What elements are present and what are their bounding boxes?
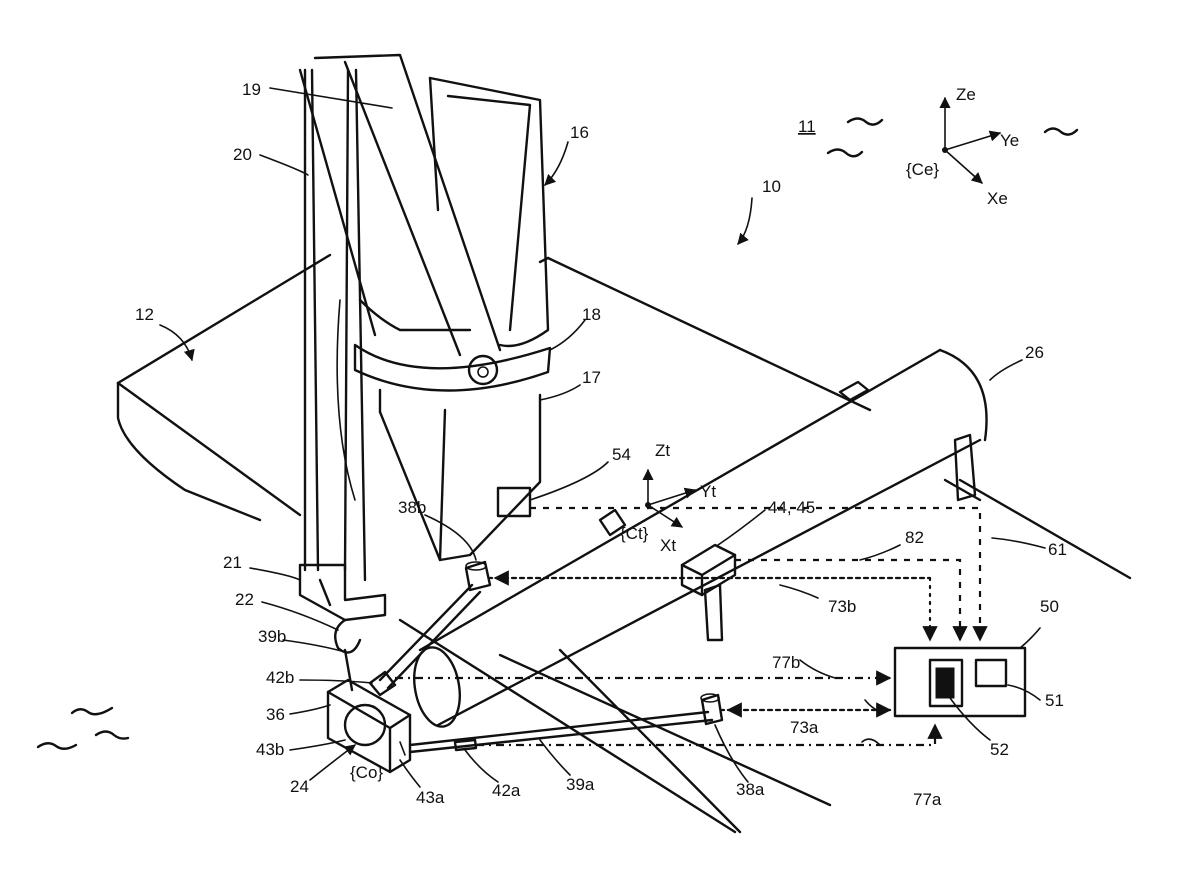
earth-frame-ce [942, 98, 1000, 183]
frame-co: {Co} [350, 763, 383, 782]
label-36: 36 [266, 705, 285, 724]
label-61: 61 [1048, 540, 1067, 559]
label-77b: 77b [772, 653, 800, 672]
axis-xe: Xe [987, 189, 1008, 208]
label-52: 52 [990, 740, 1009, 759]
signal-lines [395, 508, 980, 745]
label-18: 18 [582, 305, 601, 324]
label-82: 82 [905, 528, 924, 547]
label-43b: 43b [256, 740, 284, 759]
label-73b: 73b [828, 597, 856, 616]
axis-zt: Zt [655, 441, 670, 460]
frame-ce: {Ce} [906, 160, 939, 179]
label-12: 12 [135, 305, 154, 324]
frame-ct: {Ct} [620, 524, 649, 543]
label-16: 16 [570, 123, 589, 142]
sensor-38b [466, 562, 490, 590]
label-22: 22 [235, 590, 254, 609]
label-39a: 39a [566, 775, 595, 794]
axis-xt: Xt [660, 536, 676, 555]
axis-ze: Ze [956, 85, 976, 104]
pipe-object [408, 350, 986, 730]
label-20: 20 [233, 145, 252, 164]
controller-50 [895, 648, 1025, 716]
object-frame-co [400, 742, 405, 755]
label-26: 26 [1025, 343, 1044, 362]
label-24: 24 [290, 777, 309, 796]
label-54: 54 [612, 445, 631, 464]
water-waves [38, 119, 1077, 749]
label-42b: 42b [266, 668, 294, 687]
label-44-45: 44, 45 [768, 498, 815, 517]
label-10: 10 [762, 177, 781, 196]
sensor-44-45 [682, 545, 735, 595]
label-38a: 38a [736, 780, 765, 799]
label-77a: 77a [913, 790, 942, 809]
label-43a: 43a [416, 788, 445, 807]
label-42a: 42a [492, 781, 521, 800]
label-39b: 39b [258, 627, 286, 646]
axis-ye: Ye [1000, 131, 1019, 150]
crane [300, 55, 550, 690]
label-50: 50 [1040, 597, 1059, 616]
label-11: 11 [798, 117, 816, 136]
label-21: 21 [223, 553, 242, 572]
label-38b: 38b [398, 498, 426, 517]
label-51: 51 [1045, 691, 1064, 710]
tool-frame-ct [645, 470, 695, 527]
label-73a: 73a [790, 718, 819, 737]
label-17: 17 [582, 368, 601, 387]
label-19: 19 [242, 80, 261, 99]
sensor-54 [498, 488, 530, 516]
axis-yt: Yt [700, 482, 716, 501]
